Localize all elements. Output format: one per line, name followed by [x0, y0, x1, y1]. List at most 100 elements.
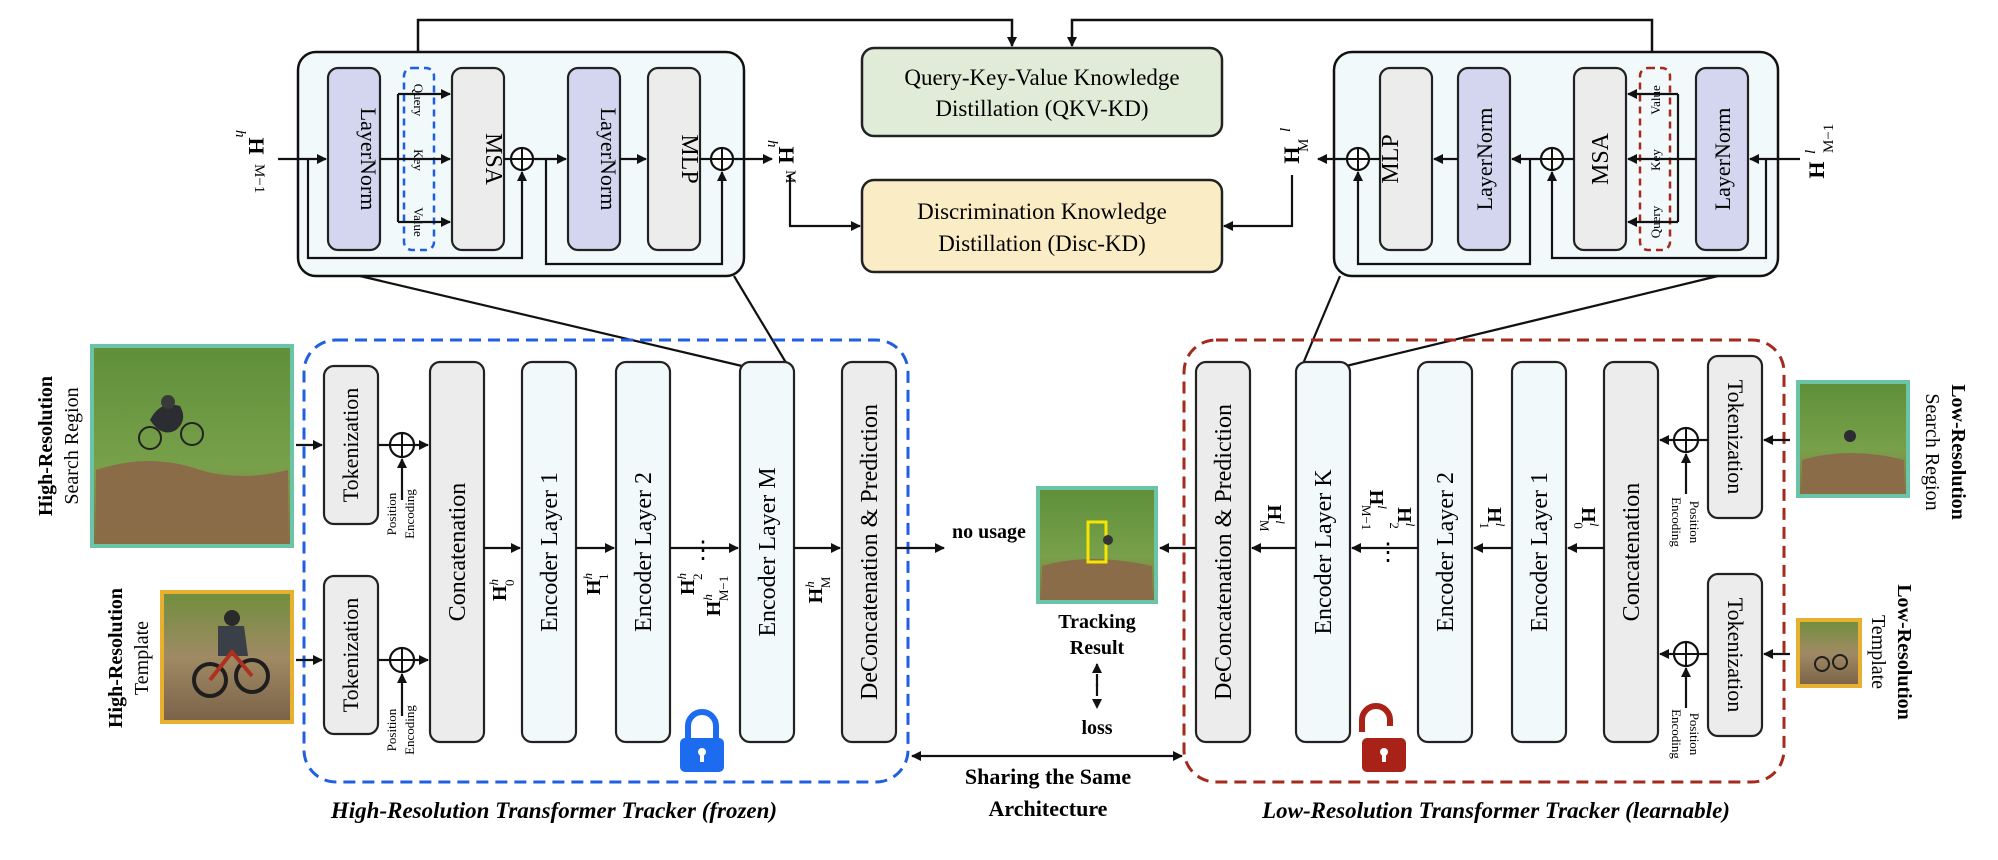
hr-tokenization-template — [322, 574, 380, 736]
lr-encoder-1 — [1510, 360, 1568, 744]
hr-lock-icon — [680, 709, 724, 772]
hr-search-image — [90, 344, 294, 548]
hr-dots: ⋮ — [691, 538, 715, 564]
tracking-result-image — [1036, 486, 1158, 604]
disc-kd-box — [860, 178, 1224, 274]
hr-tokenization-template-label: Tokenization — [338, 598, 363, 713]
lr-zoom-line-b — [1345, 274, 1719, 368]
hr-pos-enc-2b: Encoding — [402, 705, 417, 755]
hr-tokenization-search-label: Tokenization — [338, 388, 363, 503]
lr-detail-output-h-sup: l — [1278, 128, 1294, 132]
hr-concatenation-label: Concatenation — [445, 483, 471, 622]
hr-query-label: Query — [411, 84, 426, 117]
hr-encoder-1 — [520, 360, 578, 744]
lr-tracker-connectors — [1159, 435, 1790, 708]
qkv-link-right — [1067, 18, 1654, 68]
qkv-kd-box — [860, 46, 1224, 138]
lr-detail-msa-label: MSA — [1588, 132, 1614, 185]
lr-detail-layernorm-1-label: LayerNorm — [1710, 108, 1735, 211]
hr-hm-label: HhM — [802, 576, 833, 603]
lr-tokenization-template-label: Tokenization — [1723, 598, 1748, 713]
hr-search-label-1: High-Resolution — [35, 376, 57, 516]
lr-pos-enc-1a: Position — [1687, 501, 1702, 544]
hr-zoom-line-a — [359, 274, 743, 368]
lr-h0-label: Hl0 — [1571, 507, 1602, 529]
lr-detail-input-h: H — [1804, 161, 1829, 178]
hr-detail-mlp-label: MLP — [676, 134, 702, 183]
hr-detail-layernorm-1-label: LayerNorm — [356, 108, 381, 211]
hr-concatenation — [428, 360, 486, 744]
lr-encoder-k — [1294, 360, 1352, 744]
qkv-kd-line2: Distillation (QKV-KD) — [935, 96, 1148, 121]
hr-encoder-1-label: Encoder Layer 1 — [537, 472, 563, 632]
hr-h2-label: Hh2 — [674, 573, 705, 595]
loss-label: loss — [1081, 717, 1112, 739]
lr-template-image — [1796, 618, 1862, 688]
hr-detail-input-h-sup: h — [232, 130, 248, 138]
hr-key-label: Key — [411, 149, 426, 171]
lr-pos-enc-1b: Encoding — [1669, 497, 1684, 547]
lr-lock-icon — [1359, 703, 1406, 772]
hr-pos-enc-1b: Encoding — [402, 489, 417, 539]
hr-caption: High-Resolution Transformer Tracker (fro… — [330, 798, 777, 823]
lr-pos-enc-2a: Position — [1687, 713, 1702, 756]
lr-zoom-line-a — [1300, 275, 1342, 367]
hr-detail-layernorm-2-label: LayerNorm — [596, 108, 621, 211]
hr-encoder-2-label: Encoder Layer 2 — [631, 472, 657, 632]
hr-hm1-label: HhM−1 — [700, 576, 731, 616]
lr-detail-input-h-sup: l — [1803, 150, 1819, 154]
hr-pos-enc-1a: Position — [384, 492, 399, 535]
hr-deconcatenation-label: DeConcatenation & Prediction — [857, 404, 883, 700]
lr-template-label-2: Template — [1867, 615, 1889, 689]
lr-concatenation — [1602, 360, 1660, 744]
lr-deconcatenation-label: DeConcatenation & Prediction — [1211, 404, 1237, 700]
lr-dots: ⋮ — [1376, 540, 1400, 566]
lr-tokenization-search — [1706, 354, 1764, 520]
tracking-result-line1: Tracking — [1058, 611, 1135, 633]
lr-tracker-frame — [1182, 338, 1786, 784]
lr-search-label-2: Search Region — [1921, 393, 1943, 510]
hr-template-image — [160, 590, 294, 724]
sharing-line1: Sharing the Same — [965, 764, 1131, 789]
lr-encoder-k-label: Encoder Layer K — [1311, 469, 1337, 635]
lr-value-label: Value — [1648, 85, 1663, 115]
hr-detail-output-h-sup: h — [764, 140, 780, 148]
tracking-result-line2: Result — [1070, 637, 1125, 659]
lr-encoder-2 — [1416, 360, 1474, 744]
lr-detail-input-h-sub: M−1 — [1821, 124, 1837, 153]
lr-tokenization-search-label: Tokenization — [1723, 380, 1748, 495]
lr-search-label-1: Low-Resolution — [1947, 384, 1969, 520]
lr-encoder-2-label: Encoder Layer 2 — [1433, 472, 1459, 632]
lr-h2-label: Hl2 — [1387, 507, 1418, 529]
lr-deconcatenation — [1194, 360, 1252, 744]
hr-h1-label: Hh1 — [580, 573, 611, 595]
hr-h0-label: Hh0 — [486, 579, 517, 601]
lr-caption: Low-Resolution Transformer Tracker (lear… — [1261, 798, 1730, 823]
hr-encoder-m — [738, 360, 796, 744]
lr-h1-label: Hl1 — [1477, 507, 1508, 529]
qkv-kd-line1: Query-Key-Value Knowledge — [904, 65, 1179, 90]
hr-tracker-frame — [302, 338, 910, 784]
hr-zoom-line-b — [733, 275, 789, 367]
lr-detail-output-h-sub: M — [1296, 139, 1312, 152]
hr-detail-output-h: H — [774, 146, 799, 163]
lr-detail-mlp-label: MLP — [1378, 134, 1404, 183]
hr-encoder-m-label: Encoder Layer M — [755, 467, 781, 636]
hr-encoder-2 — [614, 360, 672, 744]
lr-hk1-label: HlM−1 — [1359, 490, 1390, 531]
hr-detail-output-h-sub: M — [782, 170, 798, 183]
hr-detail-input-h-sub: M−1 — [251, 164, 267, 193]
lr-search-image — [1796, 380, 1910, 498]
disc-kd-line2: Distillation (Disc-KD) — [938, 231, 1146, 256]
hr-detail-input-h: H — [244, 137, 269, 154]
hr-detail-msa-label: MSA — [480, 133, 506, 186]
hr-template-label-1: High-Resolution — [105, 588, 127, 728]
hr-search-label-2: Search Region — [61, 387, 83, 504]
lr-detail-connectors — [1223, 89, 1800, 266]
sharing-line2: Architecture — [989, 796, 1108, 821]
hr-template-label-2: Template — [131, 621, 153, 695]
lr-detail-layernorm-2-label: LayerNorm — [1472, 108, 1497, 211]
lr-concatenation-label: Concatenation — [1619, 483, 1645, 622]
hr-pos-enc-2a: Position — [384, 708, 399, 751]
